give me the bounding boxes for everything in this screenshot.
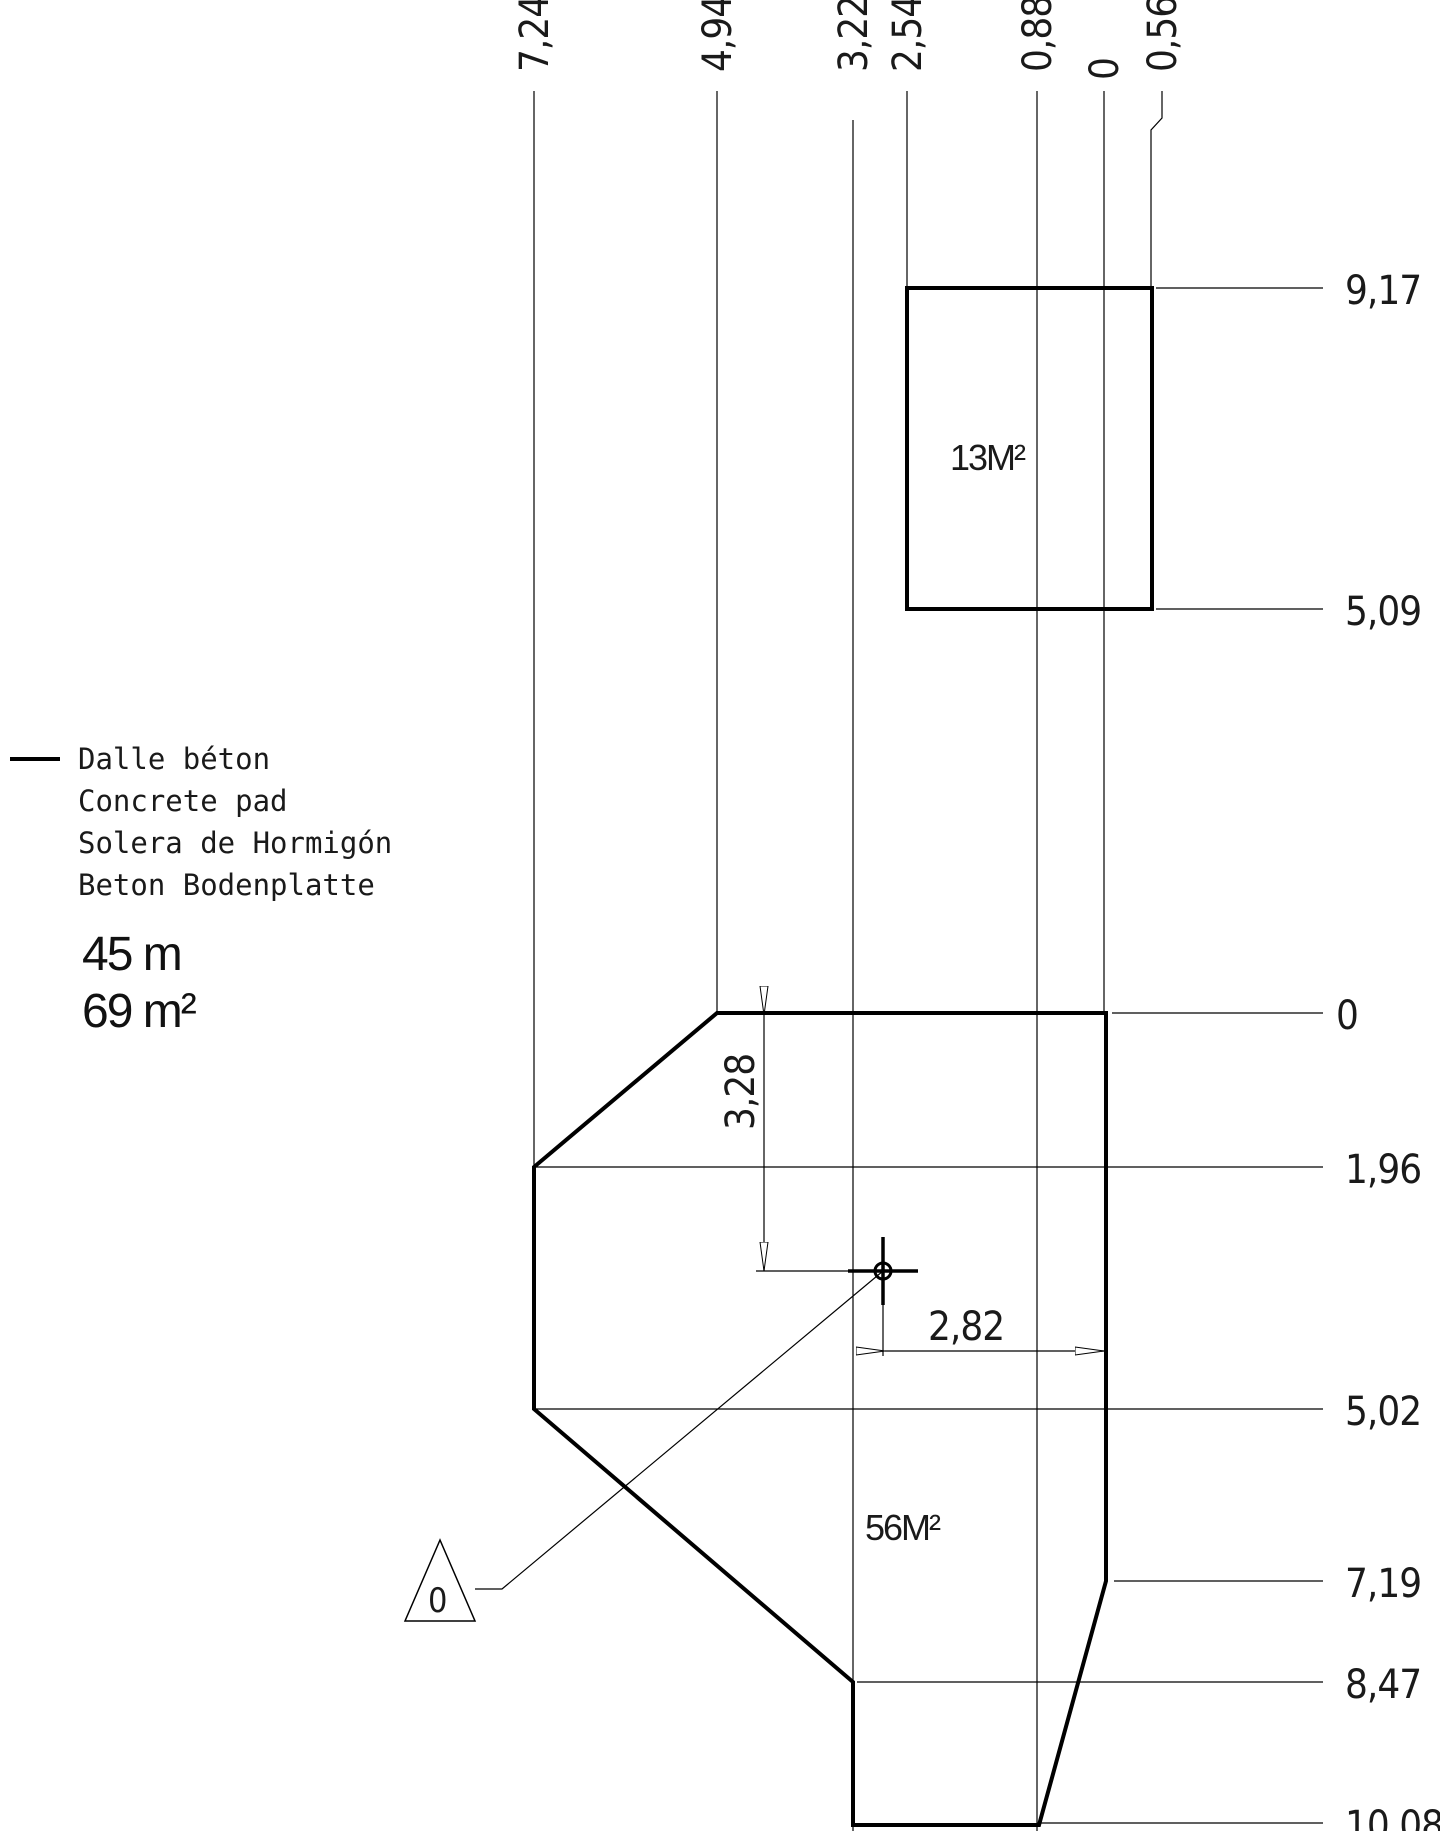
- legend-line-es: Solera de Hormigón: [78, 826, 392, 860]
- vertical-dimension-label: 3,28: [718, 1054, 764, 1130]
- top-label: 3,22: [831, 0, 877, 72]
- right-label: 7,19: [1345, 1561, 1421, 1607]
- legend-line-en: Concrete pad: [78, 784, 288, 818]
- legend-total-area: 69 m²: [82, 985, 197, 1038]
- lower-area-label: 56M²: [865, 1507, 941, 1548]
- top-label: 7,24: [512, 0, 558, 72]
- right-label: 1,96: [1345, 1147, 1421, 1193]
- top-label: 4,94: [695, 0, 741, 72]
- right-label: 0: [1336, 993, 1358, 1039]
- top-label: 0: [1082, 58, 1128, 80]
- right-label: 5,02: [1345, 1389, 1421, 1435]
- lower-slab: [532, 1011, 1108, 1827]
- right-label: 9,17: [1345, 268, 1421, 314]
- right-label: 10,08: [1345, 1803, 1440, 1831]
- upper-slab: [905, 286, 1154, 611]
- horizontal-reference-lines: [534, 287, 1323, 1824]
- legend-line-fr: Dalle béton: [78, 742, 270, 776]
- datum-leader: [475, 1270, 884, 1590]
- top-label: 0,88: [1015, 0, 1061, 72]
- upper-area-label: 13M²: [950, 437, 1026, 478]
- top-label: 0,56: [1140, 0, 1186, 72]
- legend-line-de: Beton Bodenplatte: [78, 868, 375, 902]
- top-label: 2,54: [885, 0, 931, 72]
- right-label: 5,09: [1345, 589, 1421, 635]
- datum-marker-label: 0: [428, 1581, 446, 1621]
- horizontal-dimension-label: 2,82: [928, 1304, 1004, 1350]
- datum-triangle-icon: [403, 1538, 477, 1622]
- legend-total-length: 45 m: [82, 928, 181, 981]
- right-label: 8,47: [1345, 1662, 1421, 1708]
- vertical-reference-lines: [533, 91, 1163, 1831]
